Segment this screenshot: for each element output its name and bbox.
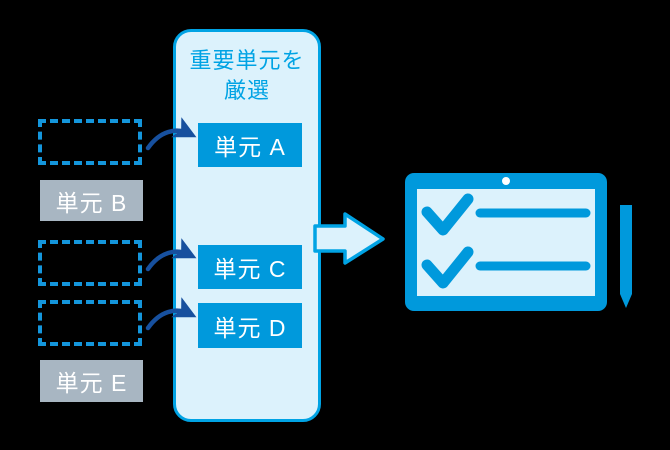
selected-unit-d: 単元 D [198,303,302,348]
checkmark-icon-2 [421,246,474,289]
checkmark-icon-1 [421,193,474,236]
candidate-unit-b: 単元 B [40,180,143,221]
selected-unit-a: 単元 A [198,123,302,167]
selected-unit-d-label: 単元 D [213,314,287,341]
tablet-body [405,173,607,311]
stylus-pen [620,205,632,308]
tablet-camera-dot [502,177,510,185]
candidate-placeholder-2 [38,240,142,286]
result-arrow [313,212,385,265]
selected-unit-a-label: 単元 A [214,134,286,160]
candidate-unit-e-label: 単元 E [55,370,128,396]
candidate-placeholder-3 [38,300,142,346]
selected-unit-c-label: 単元 C [213,256,287,282]
tablet-screen [417,189,595,296]
selected-unit-c: 単元 C [198,245,302,289]
candidate-unit-b-label: 単元 B [55,189,128,216]
candidate-placeholder-1 [38,119,142,165]
candidate-unit-e: 単元 E [40,360,143,402]
selection-panel-title: 重要単元を 厳選 [189,48,305,103]
selection-panel: 重要単元を 厳選 単元 A 単元 C 単元 D [173,29,321,422]
